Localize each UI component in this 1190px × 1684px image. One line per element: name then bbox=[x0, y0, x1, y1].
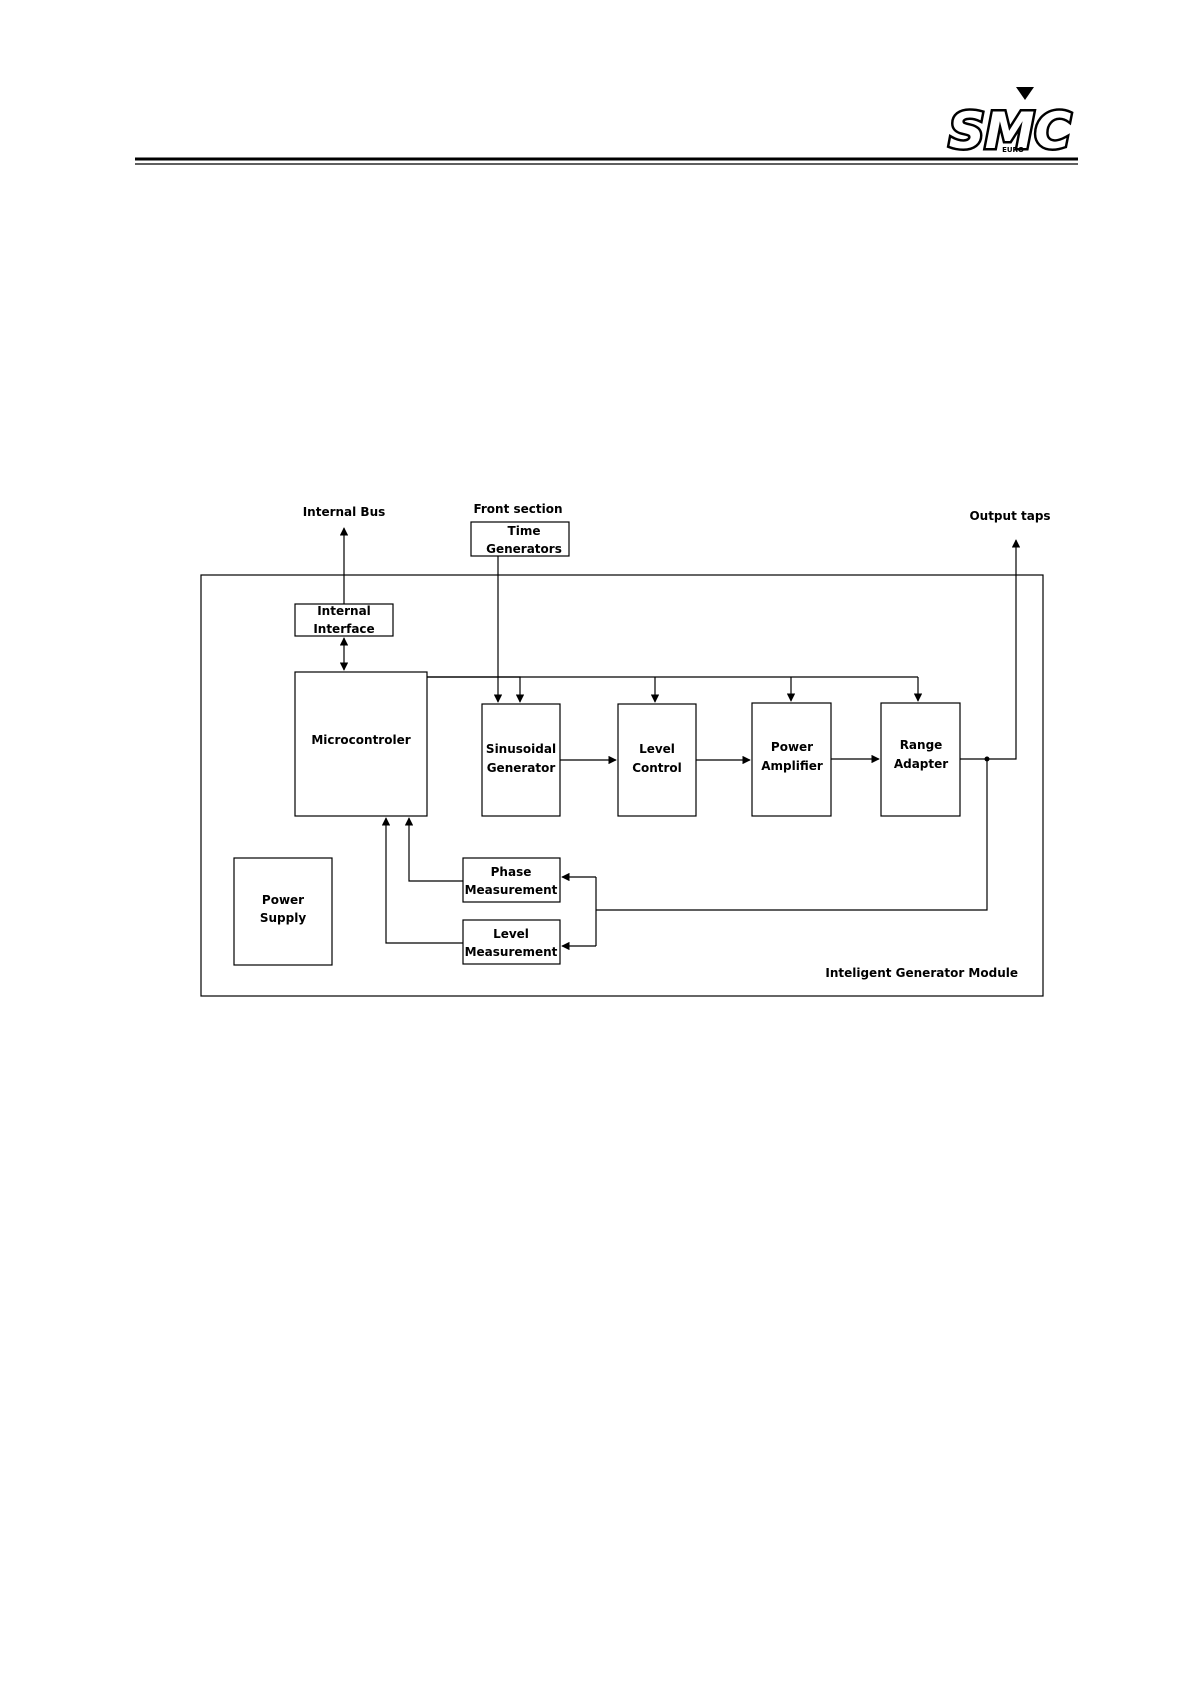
block-level-control: Level Control bbox=[618, 704, 696, 816]
wire-phase-to-micro bbox=[409, 818, 463, 881]
internal-bus-label: Internal Bus bbox=[303, 505, 386, 519]
logo-subtext: EURO bbox=[1002, 146, 1024, 154]
block-label-line: Time bbox=[508, 524, 541, 538]
block-label-line: Microcontroler bbox=[311, 733, 410, 747]
connections bbox=[344, 528, 1016, 946]
block-level-measurement: Level Measurement bbox=[463, 920, 560, 964]
block-range-adapter: Range Adapter bbox=[881, 703, 960, 816]
block-label-line: Generators bbox=[486, 542, 562, 556]
block-label-line: Level bbox=[493, 927, 529, 941]
block-label-line: Amplifier bbox=[761, 759, 823, 773]
module-frame bbox=[201, 575, 1043, 996]
smc-euro-logo: SMC EURO bbox=[949, 87, 1072, 160]
block-power-supply: Power Supply bbox=[234, 858, 332, 965]
block-sinusoidal-generator: Sinusoidal Generator bbox=[482, 704, 560, 816]
block-label-line: Power bbox=[262, 893, 304, 907]
module-label: Inteligent Generator Module bbox=[825, 966, 1018, 980]
block-label-line: Adapter bbox=[894, 757, 948, 771]
block-label-line: Level bbox=[639, 742, 675, 756]
block-label-line: Interface bbox=[313, 622, 374, 636]
block-label-line: Supply bbox=[260, 911, 306, 925]
block-label-line: Range bbox=[900, 738, 943, 752]
block-microcontroler: Microcontroler bbox=[295, 672, 427, 816]
block-label-line: Internal bbox=[317, 604, 371, 618]
block-label-line: Measurement bbox=[465, 883, 558, 897]
block-power-amplifier: Power Amplifier bbox=[752, 703, 831, 816]
wire-feedback bbox=[596, 759, 987, 910]
block-label-line: Generator bbox=[487, 761, 556, 775]
block-time-generators: Time Generators bbox=[471, 522, 569, 556]
block-phase-measurement: Phase Measurement bbox=[463, 858, 560, 902]
block-label-line: Sinusoidal bbox=[486, 742, 556, 756]
wire-range-to-output bbox=[960, 540, 1016, 759]
block-label-line: Measurement bbox=[465, 945, 558, 959]
block-label-line: Phase bbox=[491, 865, 532, 879]
front-section-label: Front section bbox=[473, 502, 562, 516]
block-label-line: Power bbox=[771, 740, 813, 754]
output-taps-label: Output taps bbox=[969, 509, 1050, 523]
block-label-line: Control bbox=[632, 761, 682, 775]
wire-bus-to-sinusoidal bbox=[427, 677, 520, 702]
logo-triangle-icon bbox=[1016, 87, 1034, 100]
block-internal-interface: Internal Interface bbox=[295, 604, 393, 636]
